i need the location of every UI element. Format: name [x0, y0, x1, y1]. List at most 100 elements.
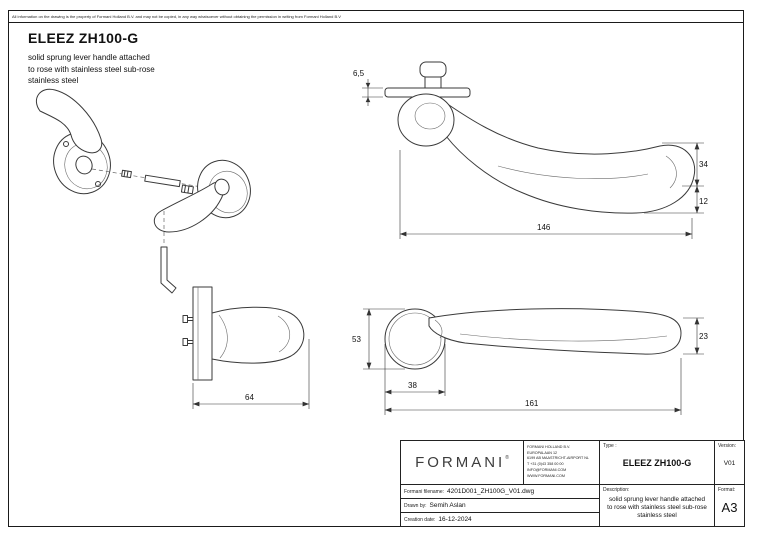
- description-line: to rose with stainless steel sub-rose: [607, 504, 707, 512]
- creation-date-label: Creation date:: [404, 516, 436, 523]
- arrowhead: [365, 97, 371, 103]
- creation-date-cell: Creation date: 16-12-2024: [401, 512, 599, 526]
- form-line: [218, 314, 228, 359]
- subtitle-line: stainless steel: [28, 76, 79, 86]
- type-label: Type :: [603, 443, 617, 449]
- logo-text: FORMANI: [415, 454, 506, 471]
- fixing-screw: [180, 184, 194, 195]
- filename-cell: Formani filename: 4201D001_ZH100G_V01.dw…: [401, 484, 599, 498]
- type-cell: Type : ELEEZ ZH100-G: [599, 441, 714, 484]
- upper-grip: [35, 88, 103, 154]
- screw-hole: [63, 141, 69, 147]
- neck-detail: [414, 102, 446, 130]
- disclaimer-bar: All information on the drawing is the pr…: [9, 11, 743, 23]
- dim-label-top-length: 146: [537, 223, 551, 232]
- rose-front-inner: [388, 312, 442, 366]
- side-view-handle: [182, 286, 305, 381]
- version-label: Version:: [718, 443, 737, 449]
- front-view-handle: [384, 308, 682, 370]
- format-value: A3: [721, 500, 738, 515]
- registered-mark: ®: [505, 454, 509, 461]
- dim-label-lever-end-height: 23: [699, 332, 708, 341]
- filename-label: Formani filename:: [404, 488, 445, 495]
- dim-label-grip-width: 34: [699, 160, 708, 169]
- front-view-dimensions: 53 38 23 161: [352, 308, 708, 415]
- lower-hub: [214, 178, 230, 196]
- drawn-by-cell: Drawn by: Semih Aslan: [401, 498, 599, 512]
- dim-label-side-depth: 64: [245, 393, 254, 402]
- screw-hole: [95, 181, 101, 187]
- side-view-dimensions: 64: [192, 339, 310, 409]
- dim-label-grip-offset: 12: [699, 197, 708, 206]
- side-view: 64: [182, 286, 310, 409]
- screw-thread: [123, 170, 126, 178]
- lever-plan-outline: [445, 102, 696, 214]
- description-label: Description:: [603, 487, 630, 493]
- top-view-handle: [384, 61, 696, 214]
- form-line: [459, 333, 668, 342]
- creation-date-value: 16-12-2024: [438, 516, 472, 523]
- form-line: [497, 165, 649, 179]
- type-value: ELEEZ ZH100-G: [622, 458, 692, 468]
- description-line: stainless steel: [637, 512, 677, 520]
- form-line: [277, 315, 291, 353]
- subtitle-line: to rose with stainless steel sub-rose: [28, 64, 155, 74]
- drawn-by-label: Drawn by:: [404, 502, 427, 509]
- screw-head: [182, 338, 188, 346]
- company-address: FORMANI HOLLAND B.V. EUROPALAAN 12 6199 …: [523, 441, 599, 484]
- dim-label-rose-height: 53: [352, 335, 361, 344]
- front-elevation-view: 53 38 23 161: [352, 308, 708, 415]
- dim-label-plate-thickness: 6,5: [353, 69, 365, 78]
- upper-hub: [75, 155, 93, 175]
- version-value: V01: [723, 460, 736, 467]
- page-subtitle: solid sprung lever handle attached to ro…: [28, 52, 155, 87]
- formani-logo: FORMANI ®: [401, 441, 523, 484]
- version-cell: Version: V01: [714, 441, 744, 484]
- spindle-rod: [144, 174, 181, 188]
- description-line: solid sprung lever handle attached: [609, 496, 705, 503]
- grip-side-outline: [211, 306, 305, 364]
- spindle-and-screws: [91, 168, 221, 195]
- address-line: T +31 (0)43 358 00 00: [527, 462, 564, 467]
- subtitle-line: solid sprung lever handle attached: [28, 53, 150, 62]
- address-line: WWW.FORMANI.COM: [527, 473, 565, 478]
- neck-detail: [434, 319, 443, 339]
- fixing-screw: [121, 169, 132, 179]
- title-block: FORMANI ® FORMANI HOLLAND B.V. EUROPALAA…: [400, 440, 745, 527]
- page-title: ELEEZ ZH100-G: [28, 30, 139, 46]
- screw-body: [180, 184, 194, 195]
- mounting-screws: [182, 315, 194, 346]
- disclaimer-text: All information on the drawing is the pr…: [12, 14, 341, 19]
- description-cell: Description: solid sprung lever handle a…: [599, 484, 714, 526]
- top-view-dimensions: 6,5 34 12 146: [353, 69, 708, 239]
- spindle: [144, 174, 181, 188]
- drawing-border: [8, 10, 744, 527]
- format-cell: Format: A3: [714, 484, 744, 526]
- rose-side-plate: [192, 286, 213, 381]
- address-line: EUROPALAAN 12: [527, 450, 558, 455]
- address-line: FORMANI HOLLAND B.V.: [527, 445, 571, 449]
- allen-key-group: [160, 211, 177, 294]
- upper-handle-3d: [35, 88, 111, 195]
- arrowhead: [365, 82, 371, 88]
- address-line: 6199 AB MAASTRICHT-AIRPORT NL: [527, 456, 589, 461]
- top-plan-view: 6,5 34 12 146: [353, 61, 708, 239]
- neck-plan: [397, 93, 455, 147]
- screw-thread: [126, 170, 129, 178]
- dim-label-overall-length: 161: [525, 399, 539, 408]
- allen-key: [160, 246, 177, 294]
- description-text: solid sprung lever handle attached to ro…: [600, 496, 714, 521]
- isometric-exploded-view: [35, 88, 251, 294]
- screw-body: [121, 169, 132, 179]
- drawn-by-value: Semih Aslan: [429, 502, 466, 509]
- lower-handle-3d: [153, 159, 251, 233]
- grip-top-knob: [419, 61, 447, 78]
- form-line: [665, 155, 677, 189]
- filename-value: 4201D001_ZH100G_V01.dwg: [447, 488, 535, 495]
- screw-thread: [187, 185, 190, 194]
- dim-label-rose-diameter: 38: [408, 381, 417, 390]
- format-label: Format:: [718, 487, 736, 493]
- screw-thread: [183, 185, 187, 193]
- screw-head: [182, 315, 188, 323]
